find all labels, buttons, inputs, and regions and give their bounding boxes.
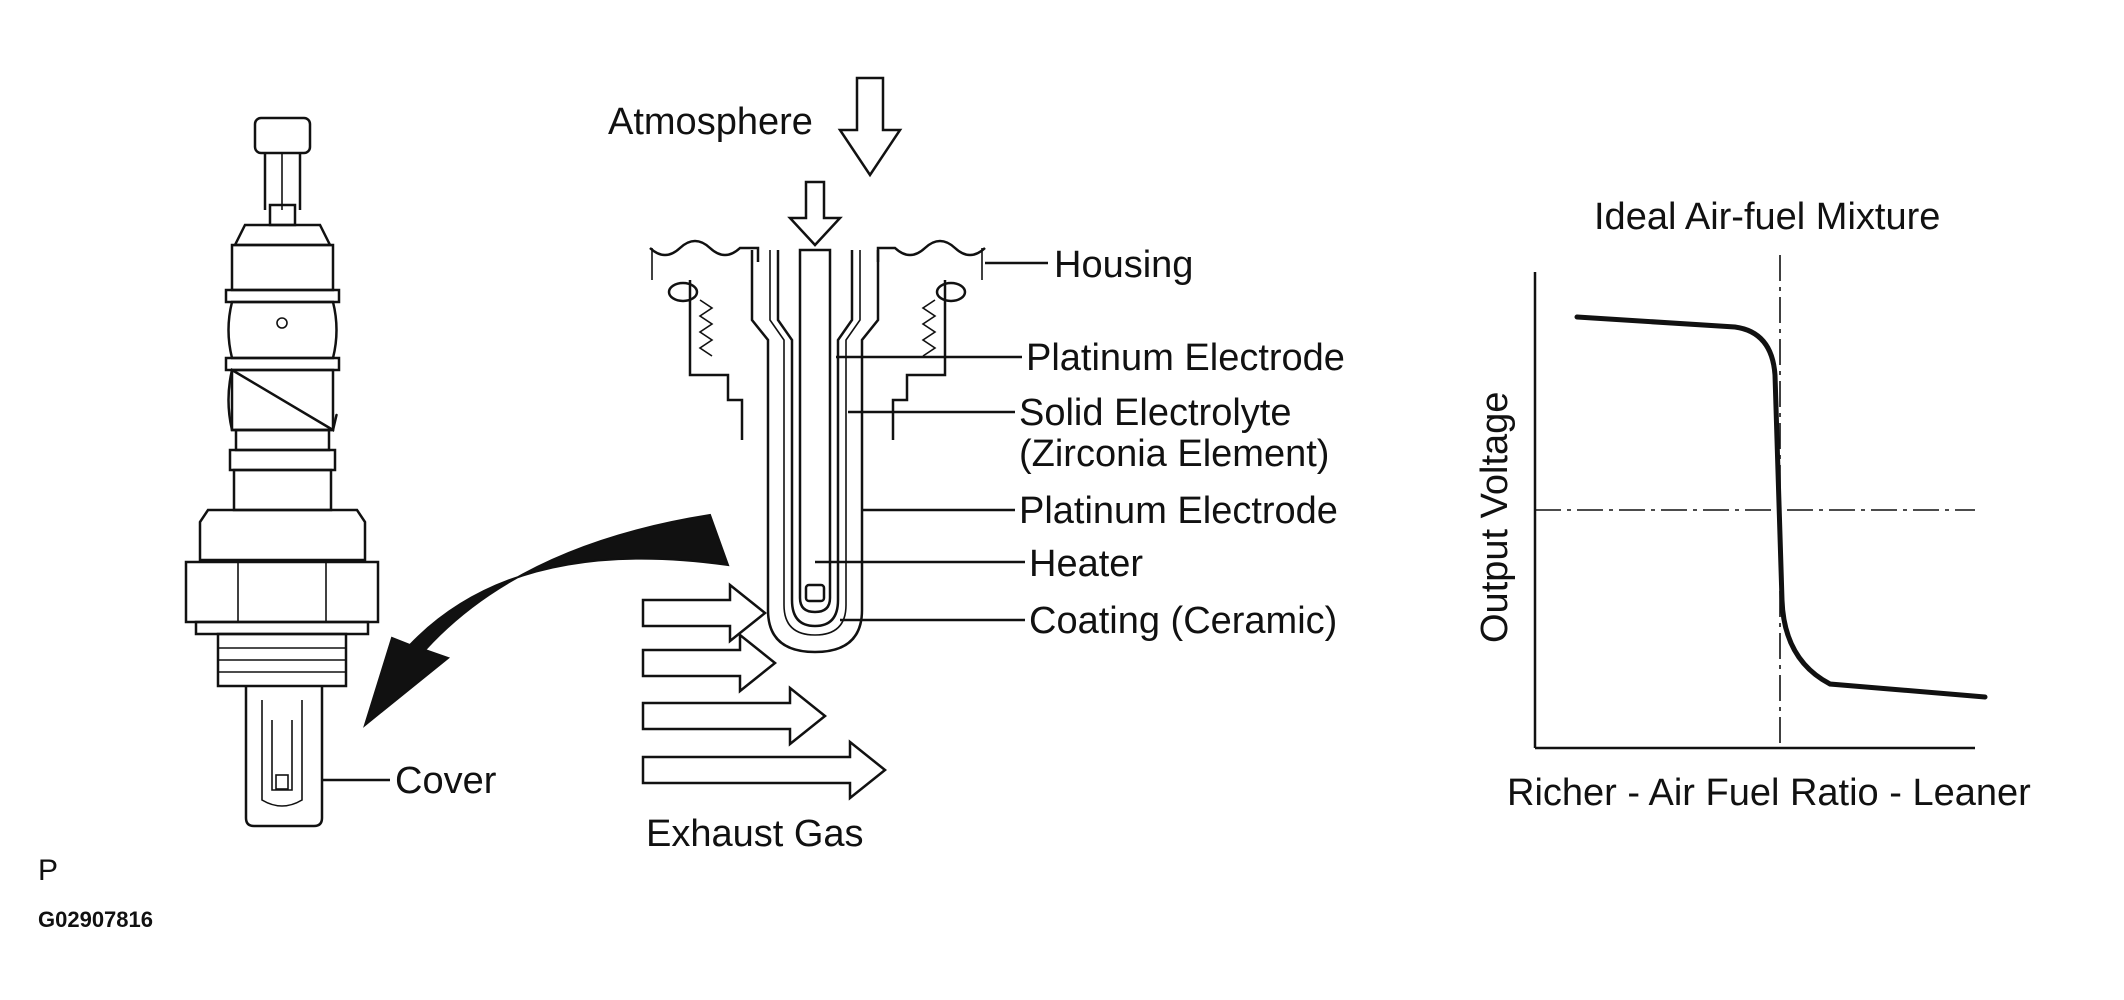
coating-label: Coating (Ceramic) <box>1029 600 1337 642</box>
platinum-electrode-inner-label: Platinum Electrode <box>1019 490 1338 532</box>
solid-electrolyte-label: Solid Electrolyte <box>1019 392 1291 434</box>
exhaust-arrow-1 <box>641 582 768 644</box>
voltage-graph <box>1533 255 1988 750</box>
platinum-electrode-outer-label: Platinum Electrode <box>1026 337 1345 379</box>
exhaust-arrow-2 <box>641 632 778 694</box>
graph-y-label: Output Voltage <box>1474 392 1516 643</box>
atmosphere-arrow-small <box>787 180 843 247</box>
figure-id: G02907816 <box>38 907 153 932</box>
zirconia-element-label: (Zirconia Element) <box>1019 433 1329 475</box>
exhaust-gas-label: Exhaust Gas <box>646 813 864 855</box>
cross-section-drawing <box>641 76 1048 801</box>
atmosphere-arrow-large <box>837 76 903 178</box>
cover-label: Cover <box>395 760 497 802</box>
housing-label: Housing <box>1054 244 1193 286</box>
exhaust-arrow-3 <box>641 685 828 747</box>
oxygen-sensor-drawing <box>184 116 390 828</box>
curved-arrow <box>363 513 730 728</box>
heater-label: Heater <box>1029 543 1143 585</box>
graph-x-label: Richer - Air Fuel Ratio - Leaner <box>1507 772 2031 814</box>
voltage-curve <box>1574 314 1988 700</box>
atmosphere-label: Atmosphere <box>608 101 813 143</box>
graph-title: Ideal Air-fuel Mixture <box>1594 196 1940 238</box>
exhaust-arrow-4 <box>641 739 888 801</box>
figure-letter: P <box>38 854 58 887</box>
